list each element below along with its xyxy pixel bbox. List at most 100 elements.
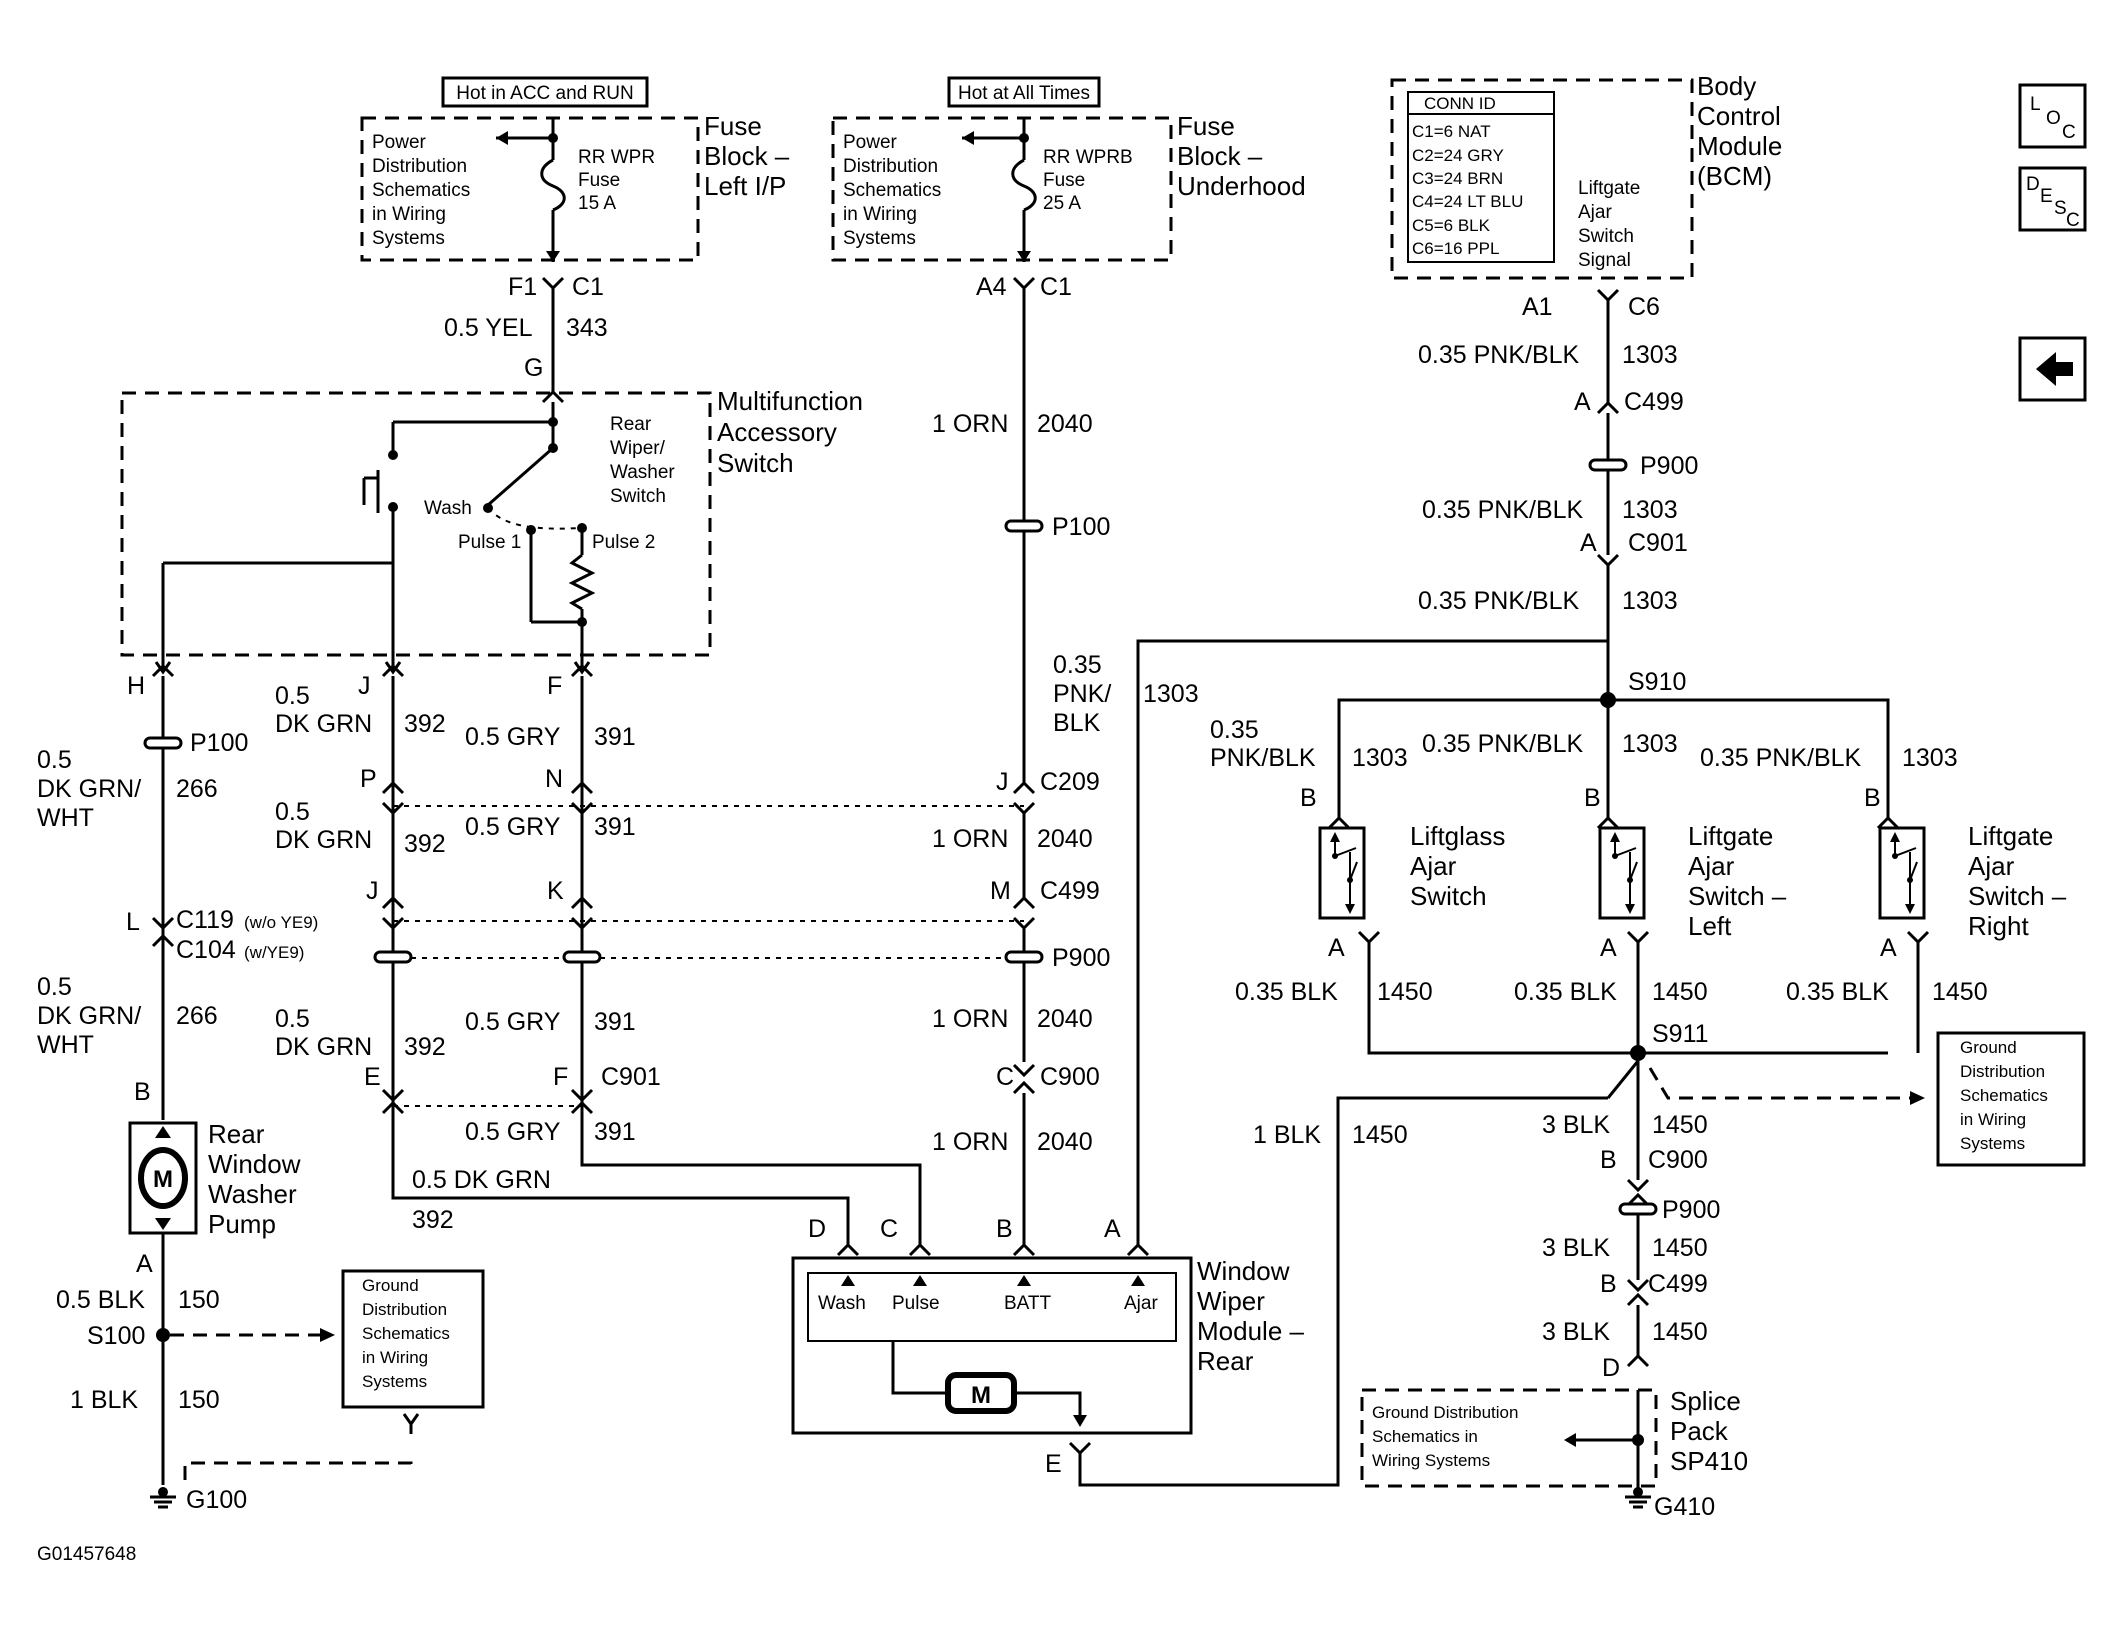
svg-text:B: B	[134, 1078, 151, 1106]
svg-text:391: 391	[594, 813, 636, 841]
svg-text:(w/YE9): (w/YE9)	[244, 943, 304, 962]
svg-text:Pack: Pack	[1670, 1416, 1729, 1446]
svg-text:S100: S100	[87, 1322, 145, 1350]
svg-text:C499: C499	[1648, 1270, 1708, 1298]
svg-text:Body: Body	[1697, 71, 1756, 101]
svg-text:E: E	[2040, 186, 2053, 207]
svg-text:M: M	[971, 1382, 991, 1409]
desc-icon[interactable]: D E S C	[2018, 166, 2087, 232]
svg-text:F: F	[553, 1063, 568, 1091]
svg-text:Distribution: Distribution	[372, 156, 467, 177]
svg-text:BLK: BLK	[1053, 709, 1101, 737]
svg-text:Power: Power	[372, 132, 427, 153]
liftgate-ajar-switch-left: 0.35 PNK/BLK 1303 B Liftgate Ajar Switch…	[1422, 730, 1787, 1053]
p900-connector	[373, 950, 413, 964]
svg-text:PNK/: PNK/	[1053, 680, 1111, 708]
svg-text:DK GRN: DK GRN	[275, 826, 372, 854]
svg-text:Liftgate: Liftgate	[1968, 821, 2053, 851]
svg-text:1450: 1450	[1377, 978, 1433, 1006]
svg-text:Switch: Switch	[610, 486, 666, 507]
svg-text:1303: 1303	[1622, 496, 1678, 524]
svg-text:Fuse: Fuse	[704, 111, 762, 141]
svg-text:F: F	[547, 672, 562, 700]
svg-text:Power: Power	[843, 132, 898, 153]
svg-text:Systems: Systems	[1960, 1134, 2025, 1153]
svg-text:392: 392	[404, 1033, 446, 1061]
svg-text:392: 392	[404, 830, 446, 858]
svg-text:0.5: 0.5	[275, 1005, 310, 1033]
battery-feed-circuit: 1 ORN 2040 P100 J C209 1 ORN 2040 M C499…	[932, 288, 1610, 1245]
svg-text:Ajar: Ajar	[1124, 1293, 1158, 1314]
svg-text:3 BLK: 3 BLK	[1542, 1111, 1610, 1139]
arrow-icon	[962, 131, 974, 145]
svg-text:0.35 PNK/BLK: 0.35 PNK/BLK	[1422, 730, 1584, 758]
svg-text:Window: Window	[208, 1149, 301, 1179]
svg-text:Wiring Systems: Wiring Systems	[1372, 1451, 1490, 1470]
svg-text:Pulse 1: Pulse 1	[458, 532, 521, 553]
svg-text:Schematics: Schematics	[843, 180, 941, 201]
svg-text:0.35 PNK/BLK: 0.35 PNK/BLK	[1418, 587, 1580, 615]
s100-splice	[156, 1328, 170, 1342]
svg-text:B: B	[1300, 784, 1317, 812]
ground-distribution-box	[1936, 1031, 2086, 1167]
svg-text:392: 392	[404, 710, 446, 738]
svg-text:A4: A4	[976, 273, 1007, 301]
svg-text:Liftgate: Liftgate	[1688, 821, 1773, 851]
svg-text:1303: 1303	[1622, 587, 1678, 615]
svg-text:E: E	[1045, 1450, 1062, 1478]
svg-text:D: D	[1602, 1354, 1620, 1382]
svg-text:BATT: BATT	[1004, 1293, 1052, 1314]
multifunction-accessory-switch: Multifunction Accessory Switch Rear Wipe…	[120, 386, 863, 700]
svg-text:Ground: Ground	[1960, 1038, 2017, 1057]
ground-distribution-box	[341, 1269, 485, 1409]
p100-connector	[1004, 519, 1044, 533]
svg-text:391: 391	[594, 723, 636, 751]
svg-text:Multifunction: Multifunction	[717, 386, 863, 416]
svg-text:Systems: Systems	[372, 228, 445, 249]
svg-text:1450: 1450	[1652, 978, 1708, 1006]
svg-text:Pump: Pump	[208, 1209, 276, 1239]
svg-text:C104: C104	[176, 936, 236, 964]
svg-text:3 BLK: 3 BLK	[1542, 1234, 1610, 1262]
svg-text:D: D	[808, 1215, 826, 1243]
svg-text:P100: P100	[1052, 513, 1110, 541]
svg-text:Fuse: Fuse	[578, 170, 620, 191]
loc-icon[interactable]: L O C	[2018, 83, 2087, 149]
svg-text:Ajar: Ajar	[1968, 851, 2015, 881]
svg-text:A: A	[1574, 388, 1591, 416]
body-control-module: CONN ID C1=6 NAT C2=24 GRY C3=24 BRN C4=…	[1390, 71, 1782, 321]
svg-text:392: 392	[412, 1206, 454, 1234]
svg-text:1450: 1450	[1932, 978, 1988, 1006]
svg-text:Systems: Systems	[843, 228, 916, 249]
svg-text:1 ORN: 1 ORN	[932, 1005, 1008, 1033]
back-arrow-icon[interactable]	[2018, 336, 2087, 402]
svg-text:Switch –: Switch –	[1688, 881, 1787, 911]
svg-text:Splice: Splice	[1670, 1386, 1741, 1416]
svg-text:343: 343	[566, 314, 608, 342]
svg-text:G410: G410	[1654, 1493, 1715, 1521]
svg-text:0.5: 0.5	[37, 746, 72, 774]
window-wiper-module-rear: D C B A Wash Pulse BATT Ajar M Window Wi…	[791, 1096, 1608, 1487]
svg-text:K: K	[547, 877, 564, 905]
svg-text:Accessory: Accessory	[717, 417, 837, 447]
p900-connector	[1004, 950, 1044, 964]
svg-text:in Wiring: in Wiring	[843, 204, 917, 225]
svg-text:150: 150	[178, 1286, 220, 1314]
s911-splice	[1630, 1045, 1646, 1061]
svg-text:Wash: Wash	[424, 498, 472, 519]
svg-text:P100: P100	[190, 729, 248, 757]
svg-text:Washer: Washer	[208, 1179, 297, 1209]
svg-text:S: S	[2054, 198, 2067, 219]
svg-text:0.5 BLK: 0.5 BLK	[56, 1286, 145, 1314]
washer-pump-circuit: P100 0.5 DK GRN/ WHT 266 L C119 (w/o YE9…	[37, 663, 485, 1514]
svg-text:A: A	[1600, 934, 1617, 962]
svg-text:0.35 BLK: 0.35 BLK	[1786, 978, 1889, 1006]
p900-connector	[562, 950, 602, 964]
svg-text:1450: 1450	[1352, 1121, 1408, 1149]
svg-text:G: G	[524, 354, 543, 382]
svg-text:0.5 YEL: 0.5 YEL	[444, 314, 533, 342]
svg-text:A: A	[1580, 529, 1597, 557]
svg-text:1 ORN: 1 ORN	[932, 825, 1008, 853]
svg-text:1 BLK: 1 BLK	[1253, 1121, 1321, 1149]
